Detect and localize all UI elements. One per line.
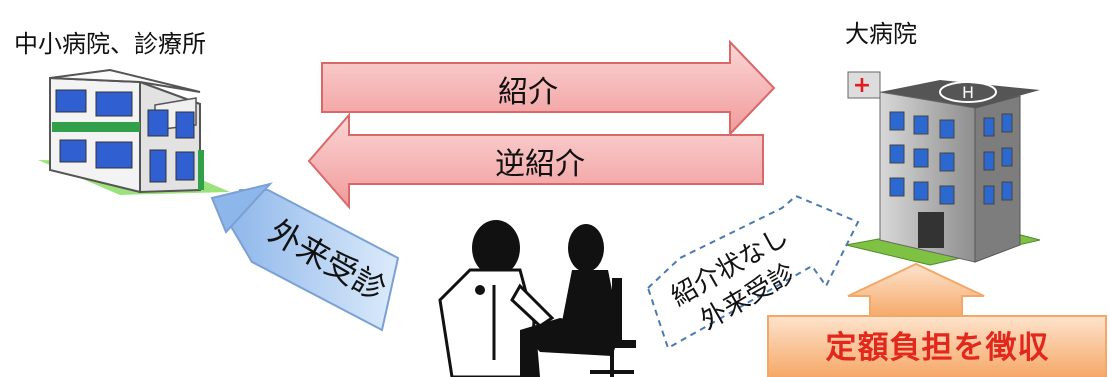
doctor-patient-icon bbox=[438, 220, 636, 377]
referral-arrow bbox=[321, 39, 776, 137]
outpatient-visit-arrow bbox=[210, 182, 400, 332]
fixed-fee-arrow bbox=[767, 262, 1107, 377]
no-referral-dashed-arrow bbox=[646, 194, 860, 350]
svg-text:+: + bbox=[853, 73, 871, 98]
large-hospital-label: 大病院 bbox=[845, 20, 917, 48]
small-clinic-label: 中小病院、診療所 bbox=[14, 30, 206, 58]
svg-text:H: H bbox=[962, 83, 974, 102]
referral-label: 紹介 bbox=[498, 75, 558, 110]
reverse-referral-label: 逆紹介 bbox=[495, 147, 585, 182]
reverse-referral-arrow bbox=[307, 112, 764, 210]
clinic-building-icon bbox=[38, 68, 230, 195]
hospital-building-icon: H + bbox=[845, 71, 1041, 266]
fixed-fee-label: 定額負担を徴収 bbox=[825, 330, 1050, 366]
